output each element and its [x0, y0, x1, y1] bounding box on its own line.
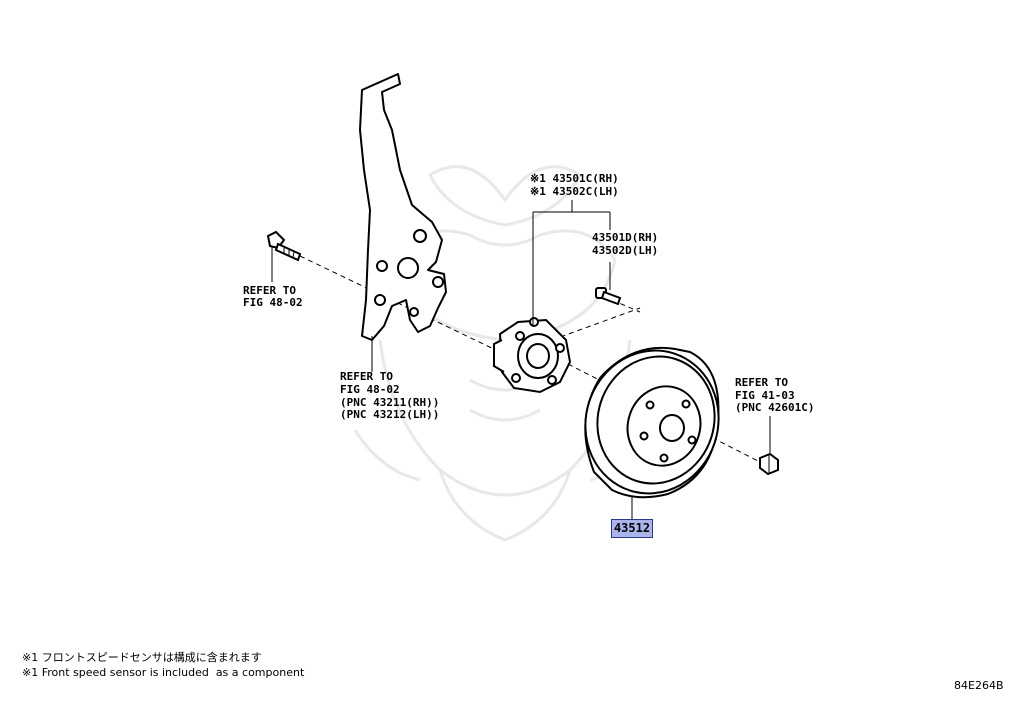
knuckle-refer-line-4: (PNC 43212(LH)) [340, 408, 440, 421]
nut-refer-line-2: FIG 41-03 [735, 389, 795, 402]
steering-knuckle [359, 73, 447, 341]
bolt-refer-line-2: FIG 48-02 [243, 296, 303, 309]
callout-hub-lh-c: ※1 43502C(LH) [530, 185, 619, 198]
callout-hub-lh-d: 43502D(LH) [592, 244, 659, 257]
nut-refer-line-3: (PNC 42601C) [735, 401, 815, 414]
footnote-english: ※1 Front speed sensor is included as a c… [22, 666, 305, 679]
hub-nut [759, 452, 779, 476]
knuckle-refer-line-2: FIG 48-02 [340, 383, 400, 396]
knuckle-refer-line-1: REFER TO [340, 370, 393, 383]
part-number-43512-button[interactable]: 43512 [611, 519, 653, 538]
callout-hub-rh-c: ※1 43501C(RH) [530, 172, 619, 185]
knuckle-refer-line-3: (PNC 43211(RH)) [340, 396, 440, 409]
hub-screw [595, 287, 622, 306]
hub-callout-bracket [532, 200, 611, 326]
callout-hub-rh-d: 43501D(RH) [592, 231, 659, 244]
knuckle-bolt [266, 230, 302, 262]
brake-disc-rotor [584, 346, 720, 499]
illustration-code: 84E264B [954, 679, 1004, 692]
bolt-refer-line-1: REFER TO [243, 284, 296, 297]
nut-refer-line-1: REFER TO [735, 376, 788, 389]
hub-bearing-assembly [493, 317, 572, 394]
footnote-japanese: ※1 フロントスピードセンサは構成に含まれます [22, 651, 262, 664]
